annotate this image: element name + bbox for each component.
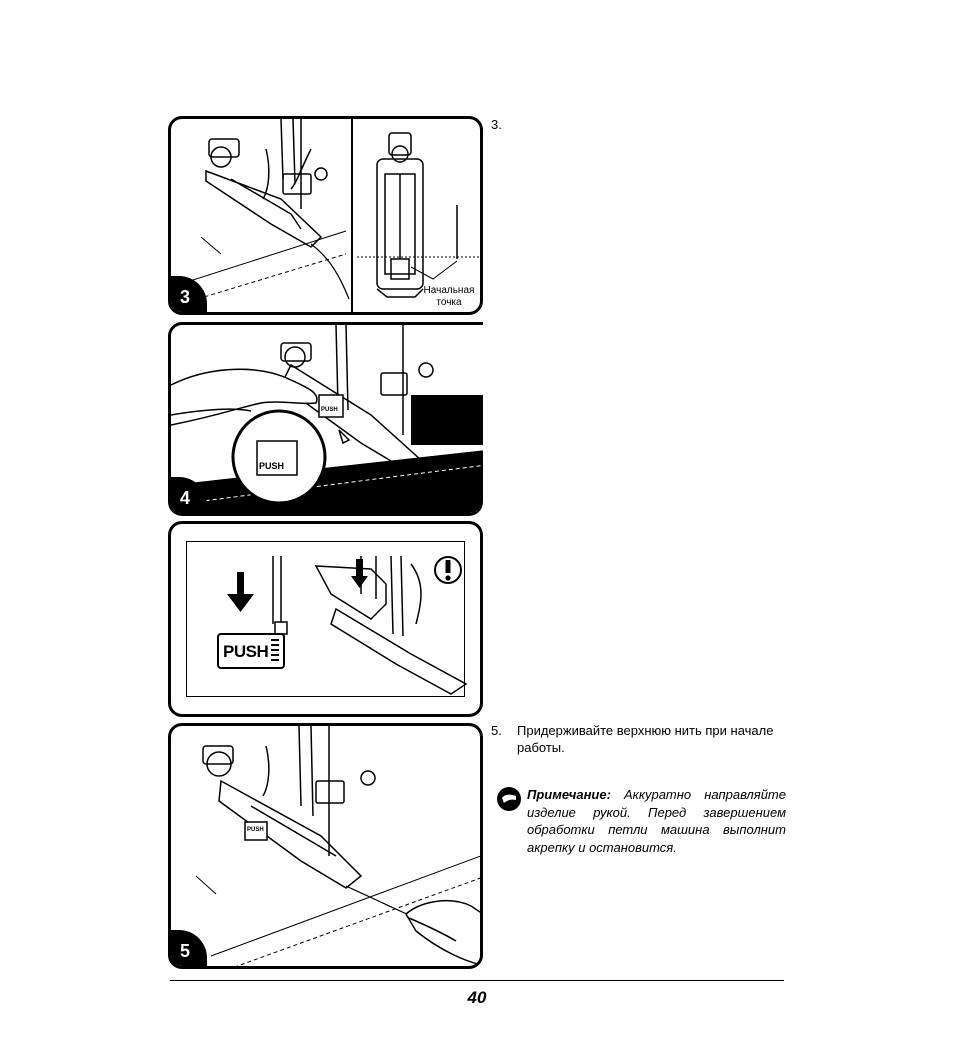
push-label-small: PUSH — [321, 407, 338, 413]
step-number: 3. — [491, 117, 502, 132]
note-text: Примечание: Аккуратно направляйте издели… — [527, 786, 786, 856]
note-block: Примечание: Аккуратно направляйте издели… — [496, 786, 786, 856]
figure-4-illustration — [171, 325, 483, 516]
step-number: 5. — [491, 722, 502, 739]
warning-icon — [435, 557, 461, 583]
push-label: PUSH — [259, 461, 284, 471]
figure-5: PUSH 5 — [168, 723, 483, 969]
figure-3: 3 Начальная точка — [168, 116, 483, 315]
figure-5-illustration — [171, 726, 483, 969]
note-hand-icon — [496, 786, 522, 812]
callout-label: Начальная точка — [419, 285, 479, 309]
push-label: PUSH — [223, 642, 268, 662]
step-3: 3. — [491, 116, 781, 133]
step-text: Придерживайте верхнюю нить при начале ра… — [517, 722, 787, 756]
figure-push-warning: PUSH — [168, 521, 483, 717]
push-label: PUSH — [247, 827, 264, 833]
step-5: 5. Придерживайте верхнюю нить при начале… — [491, 722, 787, 756]
push-warning-illustration — [171, 524, 483, 717]
note-label: Примечание: — [527, 787, 611, 802]
footer-rule — [170, 980, 784, 981]
page-number: 40 — [0, 988, 954, 1008]
figure-4: PUSH PUSH 4 — [168, 322, 483, 516]
